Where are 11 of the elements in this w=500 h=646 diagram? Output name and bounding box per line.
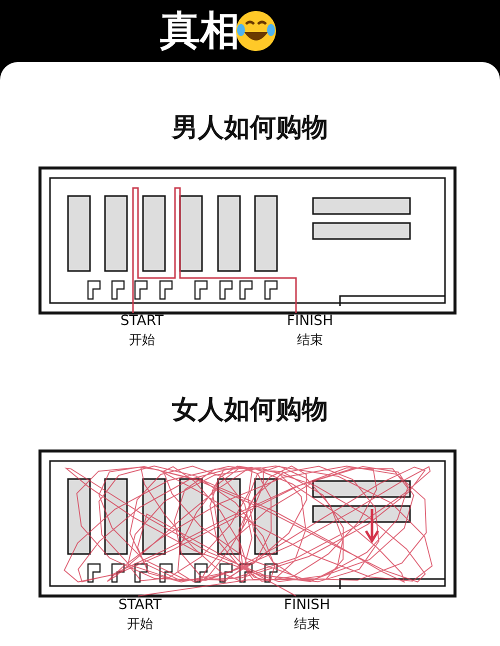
finish-label: FINISH bbox=[284, 597, 330, 613]
finish-label: 结束 bbox=[297, 332, 323, 349]
start-label: 开始 bbox=[127, 616, 153, 633]
heading: 男人如何购物 bbox=[172, 112, 328, 145]
title: 真相 bbox=[160, 7, 240, 56]
finish-label: 结束 bbox=[294, 616, 320, 633]
finish-label: FINISH bbox=[286, 313, 334, 329]
heading: 女人如何购物 bbox=[172, 394, 328, 427]
start-label: 开始 bbox=[129, 332, 155, 349]
start-label: START bbox=[118, 597, 162, 613]
start-label: START bbox=[120, 313, 164, 329]
